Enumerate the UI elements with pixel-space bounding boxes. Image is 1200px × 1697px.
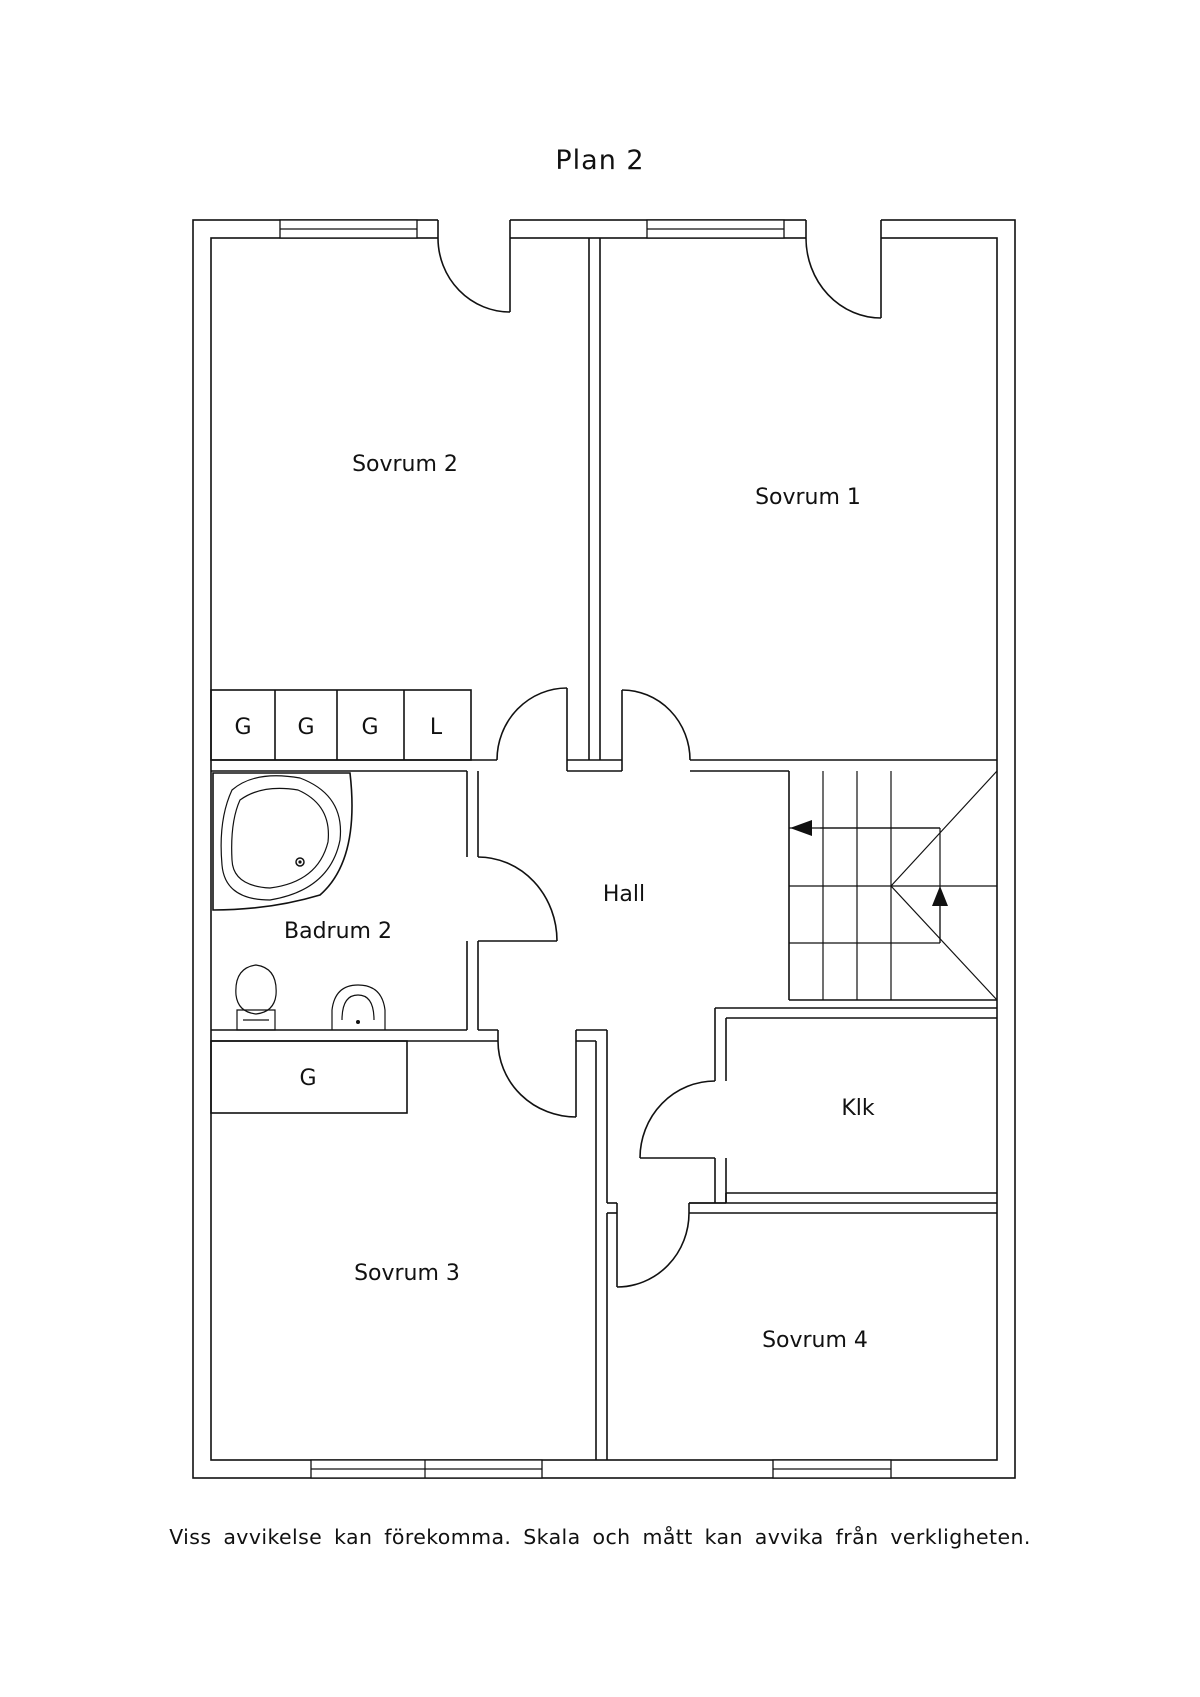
closet-klk: [689, 1007, 997, 1204]
closet-label-g1: G: [234, 715, 251, 740]
stair-arrow-up: [932, 886, 948, 943]
door-sovrum4: [616, 1202, 997, 1288]
stair-arrow-left: [790, 820, 812, 836]
closet-sovrum3: [210, 1040, 408, 1114]
room-label-klk: Klk: [841, 1096, 875, 1121]
plan-title: Plan 2: [555, 145, 645, 176]
outer-walls: [192, 219, 1016, 1479]
closet-label-g2: G: [297, 715, 314, 740]
door-badrum: [477, 856, 558, 942]
wall-sovrum-divider: [588, 238, 601, 760]
closet-row: [210, 689, 472, 761]
room-label-hall: Hall: [603, 882, 645, 907]
room-label-sovrum4: Sovrum 4: [762, 1328, 868, 1353]
wall-badrum: [211, 771, 498, 1042]
window-top-right: [646, 219, 785, 239]
closet-label-g5: G: [299, 1066, 316, 1091]
room-label-badrum2: Badrum 2: [284, 919, 392, 944]
window-bottom-right: [772, 1459, 892, 1479]
door-hall-sovrum1: [621, 689, 691, 761]
corner-bathtub: [212, 772, 353, 911]
door-hall-sovrum2: [496, 687, 568, 761]
door-sovrum1: [805, 219, 882, 319]
window-bottom-left: [310, 1459, 543, 1479]
window-top-left: [279, 219, 418, 239]
staircase: [788, 770, 998, 1001]
closet-label-l: L: [430, 715, 443, 740]
wall-sovrum3-right: [575, 1029, 618, 1460]
door-sovrum3: [497, 1030, 577, 1118]
room-label-sovrum2: Sovrum 2: [352, 452, 458, 477]
wall-upper-hall: [211, 759, 997, 772]
sink: [331, 984, 386, 1030]
closet-label-g3: G: [361, 715, 378, 740]
disclaimer-text: Viss avvikelse kan förekomma. Skala och …: [169, 1525, 1031, 1549]
room-label-sovrum3: Sovrum 3: [354, 1261, 460, 1286]
door-klk: [639, 1080, 716, 1159]
toilet: [235, 964, 277, 1031]
room-label-sovrum1: Sovrum 1: [755, 485, 861, 510]
door-sovrum2: [437, 219, 511, 313]
